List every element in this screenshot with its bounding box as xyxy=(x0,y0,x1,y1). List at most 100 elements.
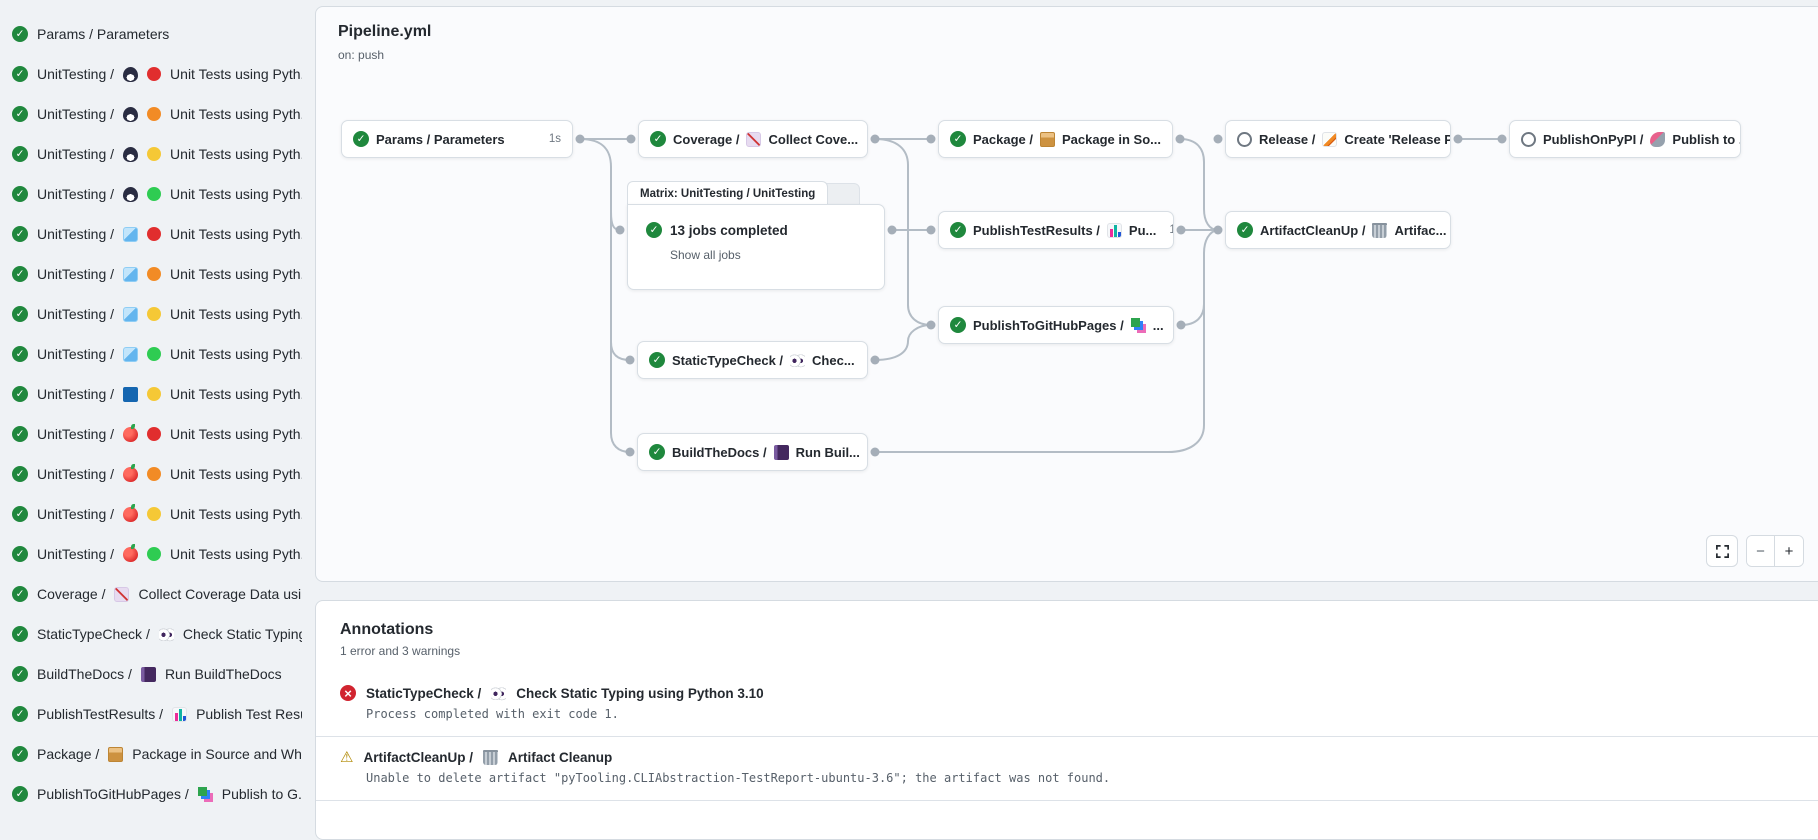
node-publish-on-pypi[interactable]: PublishOnPyPI / Publish to ... xyxy=(1509,120,1741,158)
error-icon xyxy=(340,685,356,701)
success-check-icon xyxy=(12,426,28,442)
sidebar-job-item[interactable]: Coverage / Collect Coverage Data usi... xyxy=(0,574,302,614)
job-step-name: Check Static Typing... xyxy=(182,626,302,642)
job-name: PublishTestResults / xyxy=(37,706,164,722)
notebook-icon xyxy=(773,444,789,460)
wastebasket-icon xyxy=(1372,222,1388,238)
job-name: Params / Parameters xyxy=(37,26,170,42)
job-list-sidebar: Params / Parameters UnitTesting / Unit T… xyxy=(0,0,302,815)
sidebar-job-item[interactable]: PublishToGitHubPages / Publish to G... xyxy=(0,774,302,814)
sidebar-job-item[interactable]: UnitTesting / Unit Tests using Pyth... xyxy=(0,254,302,294)
job-step-name: Unit Tests using Pyth... xyxy=(170,266,302,282)
sidebar-job-item[interactable]: UnitTesting / Unit Tests using Pyth... xyxy=(0,214,302,254)
node-step-label: ... xyxy=(1152,317,1164,333)
node-artifact-cleanup[interactable]: ArtifactCleanUp / Artifac... 3s xyxy=(1225,211,1451,249)
job-step-name: Unit Tests using Pyth... xyxy=(170,506,302,522)
os-icon xyxy=(140,666,156,682)
node-build-the-docs[interactable]: BuildTheDocs / Run Buil... 47s xyxy=(637,433,868,471)
node-duration: 13s xyxy=(1171,319,1173,331)
os-icon xyxy=(114,586,130,602)
os-icon xyxy=(123,463,139,482)
job-name: UnitTesting / xyxy=(37,306,115,322)
sidebar-job-item[interactable]: UnitTesting / Unit Tests using Pyth... xyxy=(0,494,302,534)
job-step-name: Publish to G... xyxy=(221,786,302,802)
annotation-error-row[interactable]: StaticTypeCheck / Check Static Typing us… xyxy=(316,672,1818,737)
node-coverage[interactable]: Coverage / Collect Cove... 25s xyxy=(638,120,868,158)
sidebar-job-item[interactable]: UnitTesting / Unit Tests using Pyth... xyxy=(0,334,302,374)
python-version-dot-icon xyxy=(147,267,162,281)
sidebar-job-item[interactable]: UnitTesting / Unit Tests using Pyth... xyxy=(0,54,302,94)
success-check-icon xyxy=(950,317,966,333)
sidebar-job-item[interactable]: UnitTesting / Unit Tests using Pyth... xyxy=(0,454,302,494)
sidebar-job-item[interactable]: PublishTestResults / Publish Test Resu..… xyxy=(0,694,302,734)
sidebar-job-item[interactable]: UnitTesting / Unit Tests using Pyth... xyxy=(0,94,302,134)
job-name: UnitTesting / xyxy=(37,466,115,482)
os-icon xyxy=(123,503,139,522)
node-release[interactable]: Release / Create 'Release P... xyxy=(1225,120,1451,158)
python-version-dot-icon xyxy=(147,107,162,121)
os-icon xyxy=(123,543,139,562)
zoom-out-button[interactable]: − xyxy=(1747,536,1775,566)
job-step-name: Package in Source and Wh... xyxy=(132,746,302,762)
annotation-job: StaticTypeCheck / xyxy=(366,685,482,701)
python-version-dot-icon xyxy=(147,547,162,561)
node-label: PublishToGitHubPages / xyxy=(973,317,1124,333)
matrix-card: 13 jobs completed Show all jobs xyxy=(627,204,885,290)
eyes-icon xyxy=(491,685,507,701)
sidebar-job-item[interactable]: UnitTesting / Unit Tests using Pyth... xyxy=(0,134,302,174)
annotation-warning-row[interactable]: ArtifactCleanUp / Artifact Cleanup Unabl… xyxy=(316,737,1818,801)
job-name: UnitTesting / xyxy=(37,266,115,282)
wastebasket-icon xyxy=(482,750,498,765)
success-check-icon xyxy=(950,222,966,238)
success-check-icon xyxy=(12,306,28,322)
os-icon xyxy=(123,266,139,282)
annotations-panel: Annotations 1 error and 3 warnings Stati… xyxy=(315,600,1818,840)
sidebar-job-item[interactable]: UnitTesting / Unit Tests using Pyth... xyxy=(0,174,302,214)
annotations-summary: 1 error and 3 warnings xyxy=(340,644,461,658)
node-label: PublishOnPyPI / xyxy=(1543,131,1644,147)
node-label: PublishTestResults / xyxy=(973,222,1100,238)
node-package[interactable]: Package / Package in So... 25s xyxy=(938,120,1173,158)
sidebar-job-item[interactable]: Package / Package in Source and Wh... xyxy=(0,734,302,774)
success-check-icon xyxy=(1237,222,1253,238)
job-step-name: Unit Tests using Pyth... xyxy=(170,186,302,202)
sidebar-job-item[interactable]: UnitTesting / Unit Tests using Pyth... xyxy=(0,414,302,454)
job-step-name: Unit Tests using Pyth... xyxy=(170,146,302,162)
sidebar-job-item[interactable]: Params / Parameters xyxy=(0,14,302,54)
job-step-name: Unit Tests using Pyth... xyxy=(170,346,302,362)
success-check-icon xyxy=(12,466,28,482)
fullscreen-button[interactable] xyxy=(1706,535,1738,567)
node-step-label: Run Buil... xyxy=(795,444,860,460)
success-check-icon xyxy=(12,666,28,682)
job-step-name: Run BuildTheDocs xyxy=(164,666,282,682)
node-publish-to-github-pages[interactable]: PublishToGitHubPages / ... 13s xyxy=(938,306,1174,344)
job-name: UnitTesting / xyxy=(37,186,115,202)
node-label: Release / xyxy=(1259,131,1316,147)
node-label: Coverage / xyxy=(673,131,740,147)
python-version-dot-icon xyxy=(147,67,162,81)
node-step-label: Create 'Release P... xyxy=(1344,131,1451,147)
job-step-name: Collect Coverage Data usi... xyxy=(138,586,302,602)
os-icon xyxy=(123,146,139,162)
node-publish-test-results[interactable]: PublishTestResults / Pu... 17s xyxy=(938,211,1174,249)
sidebar-job-item[interactable]: UnitTesting / Unit Tests using Pyth... xyxy=(0,374,302,414)
os-icon xyxy=(123,386,139,402)
python-version-dot-icon xyxy=(147,187,162,201)
node-params[interactable]: Params / Parameters 1s xyxy=(341,120,573,158)
zoom-control-group: − + xyxy=(1746,535,1804,567)
show-all-jobs-link[interactable]: Show all jobs xyxy=(670,248,741,262)
job-name: UnitTesting / xyxy=(37,426,115,442)
success-check-icon xyxy=(649,444,665,460)
zoom-in-button[interactable]: + xyxy=(1775,536,1803,566)
python-version-dot-icon xyxy=(147,347,162,361)
sidebar-job-item[interactable]: UnitTesting / Unit Tests using Pyth... xyxy=(0,294,302,334)
python-version-dot-icon xyxy=(147,507,162,521)
memo-icon xyxy=(1322,131,1338,147)
success-check-icon xyxy=(646,222,662,238)
sidebar-job-item[interactable]: StaticTypeCheck / Check Static Typing... xyxy=(0,614,302,654)
sidebar-job-item[interactable]: UnitTesting / Unit Tests using Pyth... xyxy=(0,534,302,574)
node-static-type-check[interactable]: StaticTypeCheck / Chec... 13s xyxy=(637,341,868,379)
sidebar-job-item[interactable]: BuildTheDocs / Run BuildTheDocs xyxy=(0,654,302,694)
success-check-icon xyxy=(12,66,28,82)
os-icon xyxy=(158,626,174,642)
